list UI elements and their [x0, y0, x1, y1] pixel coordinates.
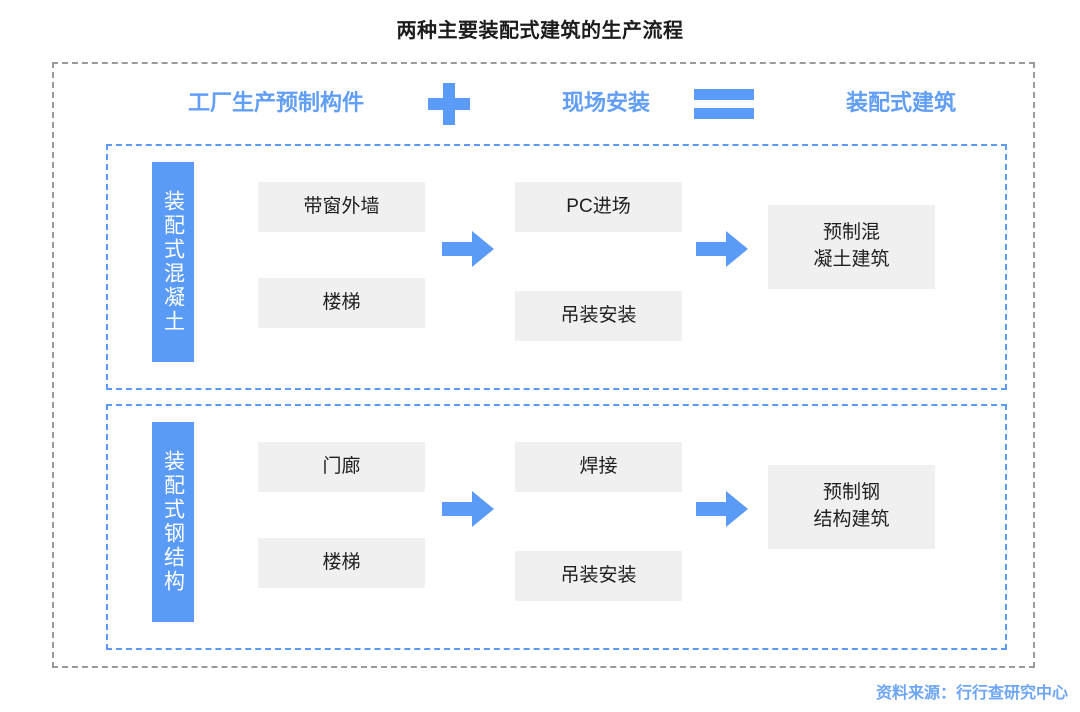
equation-header-row: 工厂生产预制构件 现场安装 装配式建筑 — [106, 82, 1007, 125]
step-box-factory-2-2: 楼梯 — [258, 538, 425, 588]
section-panel-precast-concrete: 装配式混凝土 带窗外墙 楼梯 PC进场 吊装安装 预制混 凝土建筑 — [106, 144, 1007, 390]
step-box-factory-1-2: 楼梯 — [258, 278, 425, 328]
right-arrow-icon-2a — [442, 491, 494, 527]
step-box-onsite-1-2: 吊装安装 — [515, 291, 682, 341]
right-arrow-icon-1b — [696, 231, 748, 267]
equals-icon — [694, 89, 754, 119]
plus-icon — [428, 83, 470, 125]
category-label-steel-structure: 装配式钢结构 — [152, 422, 194, 622]
equation-onsite-label: 现场安装 — [561, 90, 650, 115]
result-box-precast-concrete: 预制混 凝土建筑 — [768, 205, 935, 289]
step-box-onsite-2-1: 焊接 — [515, 442, 682, 492]
source-note: 资料来源：行行查研究中心 — [875, 685, 1068, 702]
outer-dashed-frame — [52, 62, 1035, 668]
step-box-factory-1-1: 带窗外墙 — [258, 182, 425, 232]
right-arrow-icon-1a — [442, 231, 494, 267]
step-box-onsite-1-1: PC进场 — [515, 182, 682, 232]
result-box-steel-structure: 预制钢 结构建筑 — [768, 465, 935, 549]
step-box-factory-2-1: 门廊 — [258, 442, 425, 492]
right-arrow-icon-2b — [696, 491, 748, 527]
equation-factory-label: 工厂生产预制构件 — [187, 90, 364, 115]
category-label-precast-concrete: 装配式混凝土 — [152, 162, 194, 362]
section-panel-steel-structure: 装配式钢结构 门廊 楼梯 焊接 吊装安装 预制钢 结构建筑 — [106, 404, 1007, 650]
equation-result-label: 装配式建筑 — [845, 90, 956, 115]
page-title: 两种主要装配式建筑的生产流程 — [396, 20, 684, 42]
step-box-onsite-2-2: 吊装安装 — [515, 551, 682, 601]
